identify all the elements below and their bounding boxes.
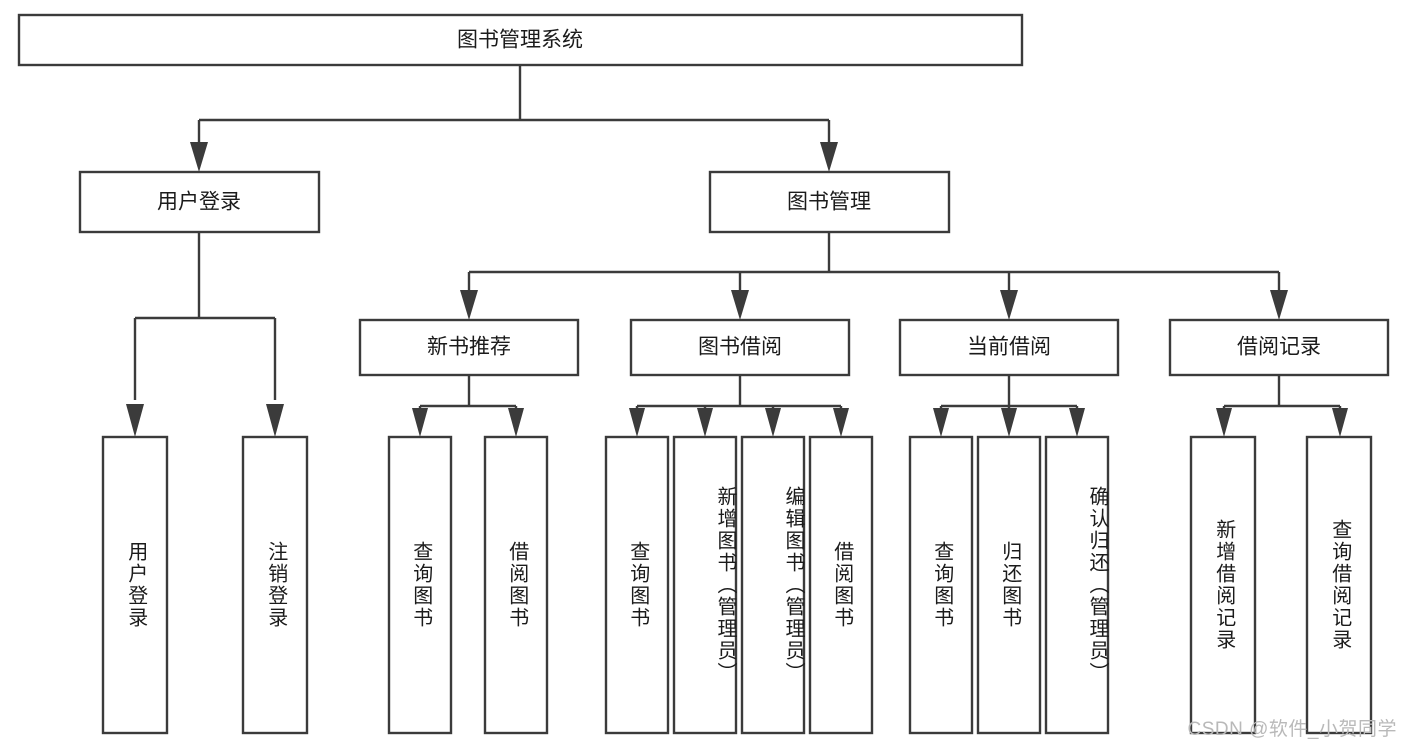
node-current-borrow-label: 当前借阅 bbox=[967, 336, 1051, 359]
node-borrow-record-label: 借阅记录 bbox=[1237, 336, 1321, 359]
node-user-login-box[interactable] bbox=[78, 170, 321, 234]
arrow-bookmgmt-to-newbook-icon bbox=[460, 290, 478, 320]
arrow-userlogin-leaf1-icon bbox=[126, 404, 144, 437]
arrow-bookmgmt-to-record-icon bbox=[1270, 290, 1288, 320]
leaf-box-borrow-book-1[interactable] bbox=[483, 435, 549, 735]
arrow-current-leaf1-icon bbox=[933, 408, 949, 437]
node-root[interactable]: 图书管理系统 bbox=[17, 13, 1024, 67]
node-new-book-recommend-box[interactable] bbox=[358, 318, 580, 377]
arrow-borrow-leaf4-icon bbox=[833, 408, 849, 437]
node-book-management[interactable]: 图书管理 bbox=[708, 170, 951, 234]
leaf-box-return-book[interactable] bbox=[976, 435, 1042, 735]
node-root-label: 图书管理系统 bbox=[457, 29, 583, 52]
arrow-borrow-leaf3-icon bbox=[765, 408, 781, 437]
arrow-root-to-bookmgmt-icon bbox=[820, 142, 838, 172]
node-borrow-record-box[interactable] bbox=[1168, 318, 1390, 377]
arrow-current-leaf3-icon bbox=[1069, 408, 1085, 437]
connector-group-root bbox=[190, 65, 838, 172]
arrow-current-leaf2-icon bbox=[1001, 408, 1017, 437]
leaf-box-query-book-2[interactable] bbox=[604, 435, 670, 735]
leaf-box-user-login[interactable] bbox=[101, 435, 169, 735]
node-new-book-recommend[interactable]: 新书推荐 bbox=[358, 318, 580, 377]
leaf-box-edit-book[interactable] bbox=[740, 435, 806, 735]
node-book-borrow-box[interactable] bbox=[629, 318, 851, 377]
node-book-borrow-label: 图书借阅 bbox=[698, 336, 782, 359]
arrow-record-leaf1-icon bbox=[1216, 408, 1232, 437]
node-current-borrow-box[interactable] bbox=[898, 318, 1120, 377]
leaf-box-add-book[interactable] bbox=[672, 435, 738, 735]
node-book-management-label: 图书管理 bbox=[787, 191, 871, 214]
leaf-box-confirm-return[interactable] bbox=[1044, 435, 1110, 735]
node-current-borrow[interactable]: 当前借阅 bbox=[898, 318, 1120, 377]
leaf-box-group bbox=[101, 435, 1373, 735]
node-user-login[interactable]: 用户登录 bbox=[78, 170, 321, 234]
leaf-box-query-book-1[interactable] bbox=[387, 435, 453, 735]
arrow-record-leaf2-icon bbox=[1332, 408, 1348, 437]
connector-group-userlogin bbox=[126, 232, 284, 437]
arrow-borrow-leaf2-icon bbox=[697, 408, 713, 437]
leaf-box-query-record[interactable] bbox=[1305, 435, 1373, 735]
connector-group-newbook bbox=[412, 375, 524, 437]
node-root-box[interactable] bbox=[17, 13, 1024, 67]
node-book-borrow[interactable]: 图书借阅 bbox=[629, 318, 851, 377]
leaf-box-query-book-3[interactable] bbox=[908, 435, 974, 735]
arrow-borrow-leaf1-icon bbox=[629, 408, 645, 437]
connector-group-bookmgmt bbox=[460, 232, 1288, 320]
arrow-root-to-userlogin-icon bbox=[190, 142, 208, 172]
arrow-userlogin-leaf2-icon bbox=[266, 404, 284, 437]
node-new-book-recommend-label: 新书推荐 bbox=[427, 336, 511, 359]
leaf-box-borrow-book-2[interactable] bbox=[808, 435, 874, 735]
watermark-text: CSDN @软件_小贺同学 bbox=[1187, 719, 1397, 740]
arrow-bookmgmt-to-borrow-icon bbox=[731, 290, 749, 320]
connector-group-borrow bbox=[629, 375, 849, 437]
connector-group-record bbox=[1216, 375, 1348, 437]
node-borrow-record[interactable]: 借阅记录 bbox=[1168, 318, 1390, 377]
leaf-box-logout[interactable] bbox=[241, 435, 309, 735]
leaf-box-add-record[interactable] bbox=[1189, 435, 1257, 735]
arrow-newbook-leaf2-icon bbox=[508, 408, 524, 437]
connector-group-current bbox=[933, 375, 1085, 437]
arrow-bookmgmt-to-current-icon bbox=[1000, 290, 1018, 320]
node-book-management-box[interactable] bbox=[708, 170, 951, 234]
arrow-newbook-leaf1-icon bbox=[412, 408, 428, 437]
node-user-login-label: 用户登录 bbox=[157, 191, 241, 214]
